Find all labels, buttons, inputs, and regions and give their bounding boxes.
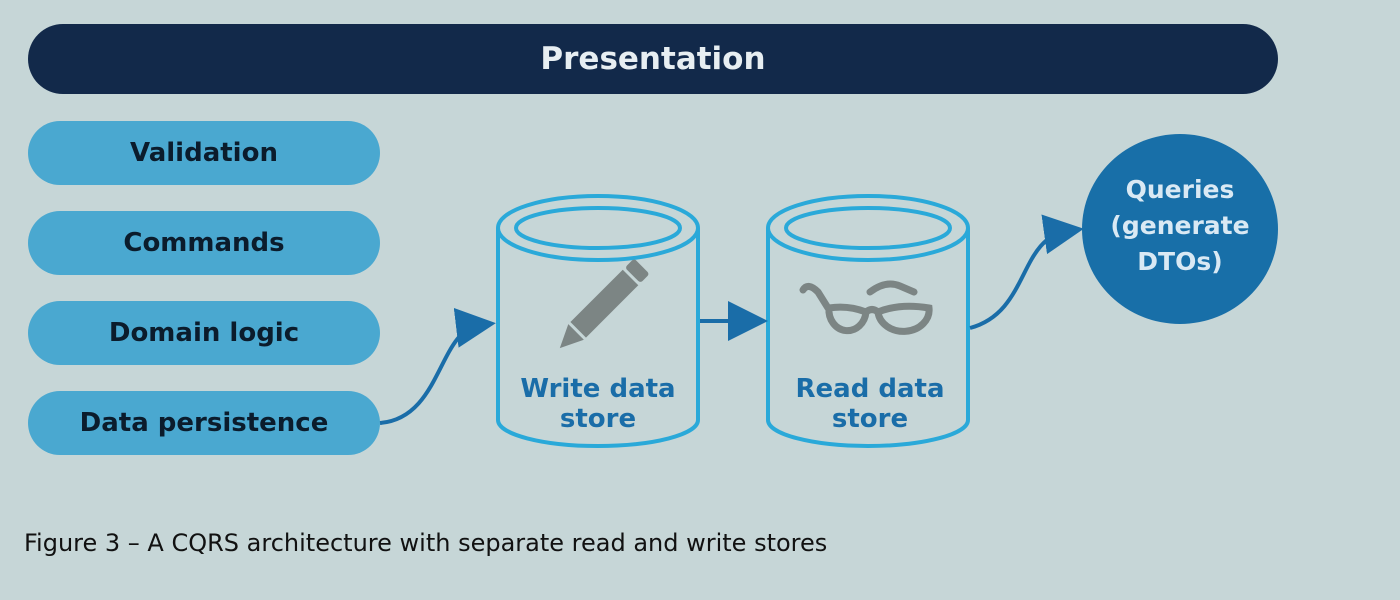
read-store-label-line1: Read data	[795, 374, 945, 404]
validation-layer: Validation	[28, 121, 380, 185]
pencil-icon	[559, 259, 649, 349]
queries-label-line1: Queries	[1125, 175, 1235, 204]
presentation-label: Presentation	[540, 41, 766, 77]
persistence-to-write-arrow	[379, 308, 496, 425]
presentation-layer: Presentation	[28, 24, 1278, 94]
write-data-store	[496, 194, 700, 448]
write-store-label-line1: Write data	[520, 374, 676, 404]
glasses-icon	[799, 280, 933, 335]
data-persistence-layer: Data persistence	[28, 391, 380, 455]
queries-node: Queries (generate DTOs)	[1082, 134, 1278, 324]
queries-label-line3: DTOs)	[1137, 247, 1223, 276]
domain-logic-label: Domain logic	[108, 318, 300, 348]
write-store-label-line2: store	[559, 404, 637, 434]
read-store-label-line2: store	[831, 404, 909, 434]
queries-label: Queries (generate DTOs)	[1110, 172, 1249, 280]
data-persistence-label: Data persistence	[79, 408, 329, 438]
figure-caption: Figure 3 – A CQRS architecture with sepa…	[24, 529, 828, 557]
write-data-store-label: Write data store	[493, 374, 703, 434]
commands-layer: Commands	[28, 211, 380, 275]
read-data-store-label: Read data store	[765, 374, 975, 434]
read-data-store	[766, 194, 970, 448]
validation-label: Validation	[130, 138, 278, 168]
domain-logic-layer: Domain logic	[28, 301, 380, 365]
commands-label: Commands	[123, 228, 285, 258]
read-to-queries-arrow	[969, 214, 1084, 330]
queries-label-line2: (generate	[1110, 211, 1250, 240]
